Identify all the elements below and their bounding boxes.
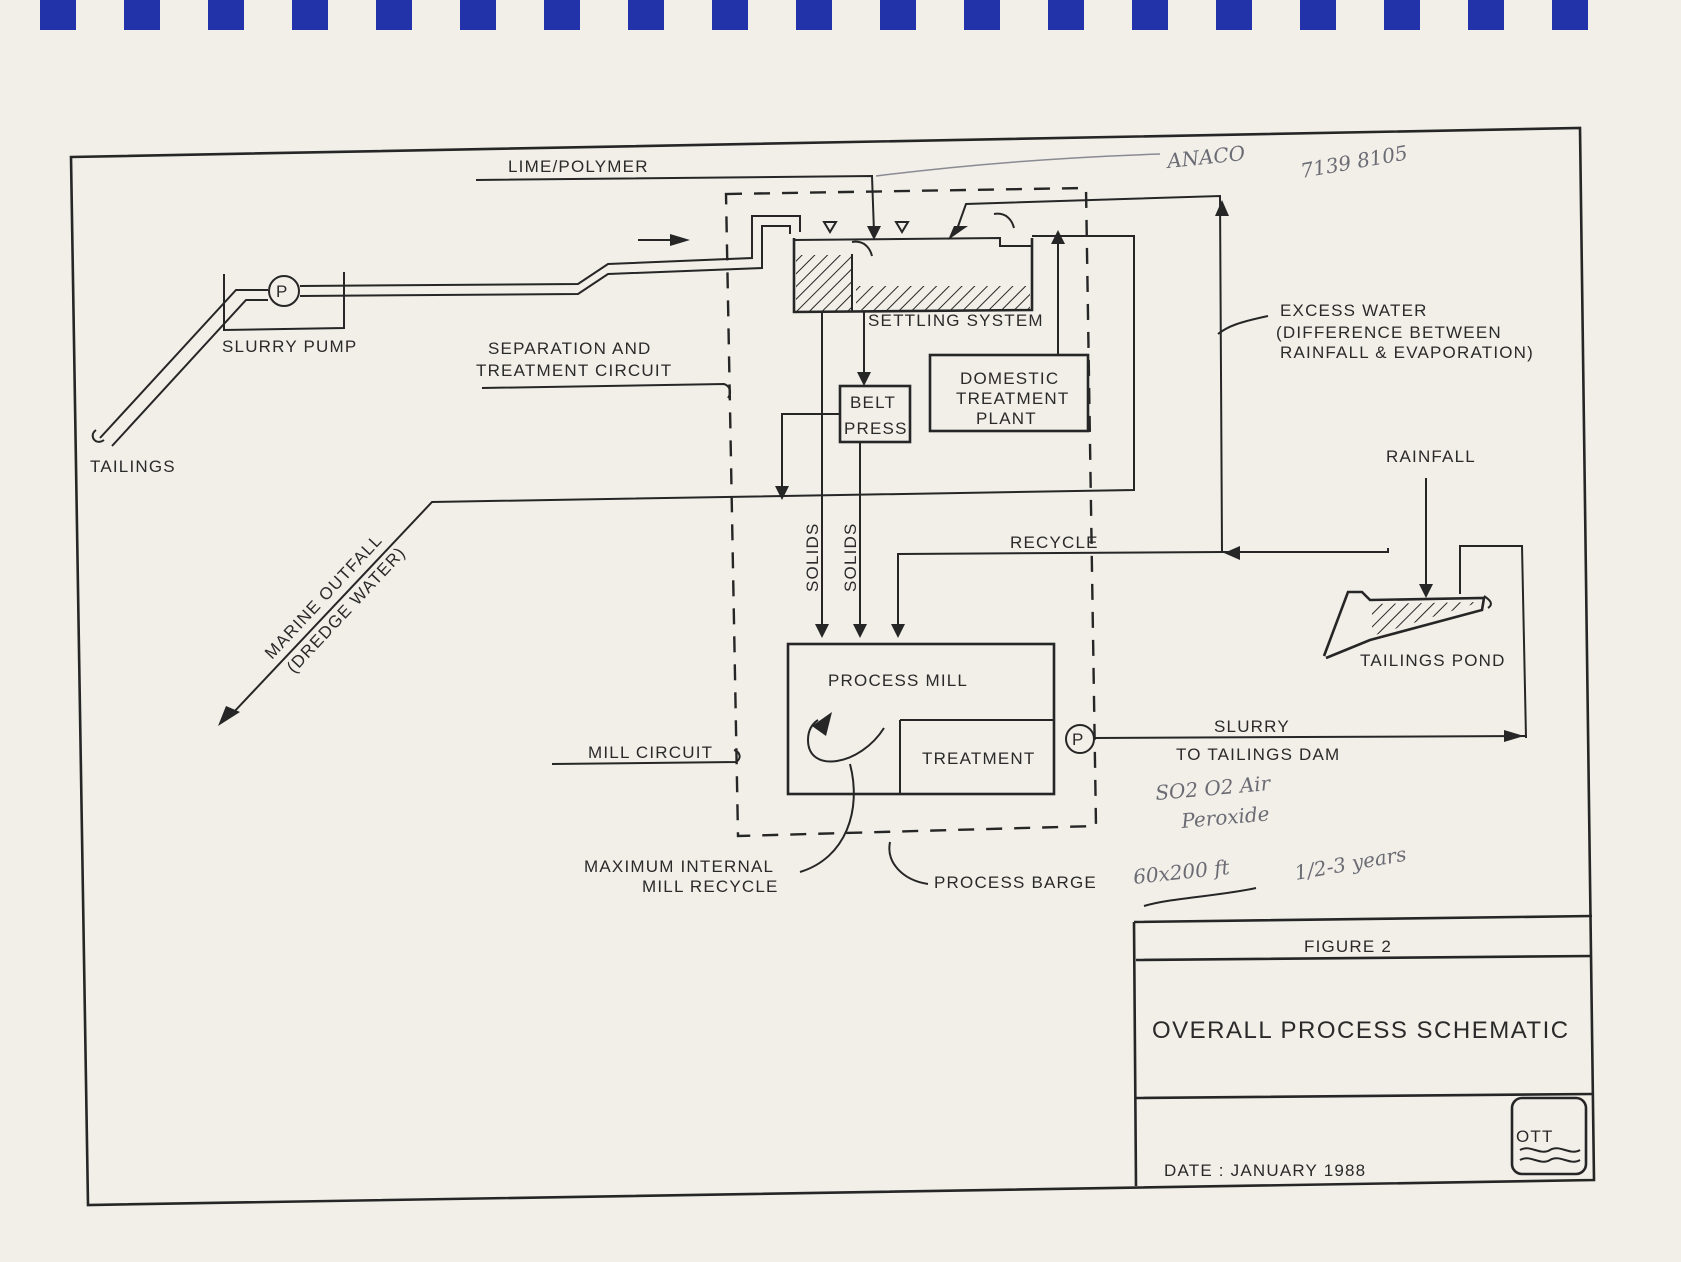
- tailings-label: TAILINGS: [90, 457, 176, 476]
- ott-logo-waves: [1519, 1147, 1581, 1163]
- recycle-and-excess-water: [891, 194, 1389, 638]
- separation-label-1: SEPARATION AND: [488, 339, 652, 358]
- tailings-pond-label: TAILINGS POND: [1360, 651, 1506, 670]
- slurry-pump-symbol: [268, 275, 300, 307]
- process-barge-label: PROCESS BARGE: [934, 873, 1097, 892]
- binding-strip: [40, 0, 1588, 30]
- mill-pump-letter: P: [1072, 730, 1085, 749]
- mill-circuit-label: MILL CIRCUIT: [588, 743, 713, 762]
- belt-press-label-2: PRESS: [844, 419, 908, 438]
- settling-flows: [218, 230, 1135, 726]
- lime-polymer-label: LIME/POLYMER: [508, 157, 649, 176]
- figure-number: FIGURE 2: [1304, 937, 1392, 956]
- treatment-label: TREATMENT: [922, 749, 1035, 768]
- process-barge-boundary: [724, 186, 1098, 838]
- recycle-label: RECYCLE: [1010, 533, 1099, 552]
- separation-label-2: TREATMENT CIRCUIT: [476, 361, 672, 380]
- max-recycle-label-1: MAXIMUM INTERNAL: [584, 857, 774, 876]
- domestic-label-2: TREATMENT: [956, 389, 1069, 408]
- max-recycle-label-2: MILL RECYCLE: [642, 877, 779, 896]
- handwritten-peroxide: Peroxide: [1179, 801, 1270, 833]
- slurry-pump-label: SLURRY PUMP: [222, 337, 357, 356]
- lime-polymer-feed: [475, 153, 1161, 240]
- handwritten-anaco: ANACO: [1164, 141, 1246, 173]
- slurry-label-2: TO TAILINGS DAM: [1176, 745, 1340, 764]
- process-mill-label: PROCESS MILL: [828, 671, 968, 690]
- domestic-label-3: PLANT: [976, 409, 1037, 428]
- belt-press-label-1: BELT: [850, 393, 896, 412]
- pump-letter: P: [276, 282, 289, 301]
- slurry-pipeline: [91, 215, 801, 447]
- domestic-label-1: DOMESTIC: [960, 369, 1059, 388]
- settling-system-label: SETTLING SYSTEM: [868, 311, 1044, 330]
- excess-water-label-3: RAINFALL & EVAPORATION): [1280, 343, 1534, 362]
- ott-logo-text: OTT: [1516, 1127, 1554, 1146]
- excess-water-label-1: EXCESS WATER: [1280, 301, 1428, 320]
- handwritten-chemicals: SO2 O2 Air: [1154, 771, 1272, 805]
- domestic-treatment-plant-box: [928, 353, 1090, 433]
- drawing-date: DATE : JANUARY 1988: [1164, 1161, 1366, 1180]
- solids-label-left: SOLIDS: [803, 522, 822, 592]
- settling-system: [792, 212, 1034, 314]
- drawing-title: OVERALL PROCESS SCHEMATIC: [1152, 1017, 1570, 1044]
- slurry-label-1: SLURRY: [1214, 717, 1290, 736]
- tailings-pond: [1322, 478, 1527, 739]
- process-mill: [786, 642, 1527, 796]
- excess-water-label-2: (DIFFERENCE BETWEEN: [1276, 323, 1502, 342]
- callout-leaders: [481, 382, 1257, 907]
- handwritten-number: 7139 8105: [1299, 141, 1410, 183]
- handwritten-barge-size: 60x200 ft: [1132, 855, 1232, 889]
- rainfall-label: RAINFALL: [1386, 447, 1476, 466]
- solids-label-right: SOLIDS: [841, 522, 860, 592]
- drawing-frame: [69, 126, 1596, 1207]
- title-block: [1132, 914, 1593, 1187]
- handwritten-duration: 1/2-3 years: [1293, 842, 1408, 885]
